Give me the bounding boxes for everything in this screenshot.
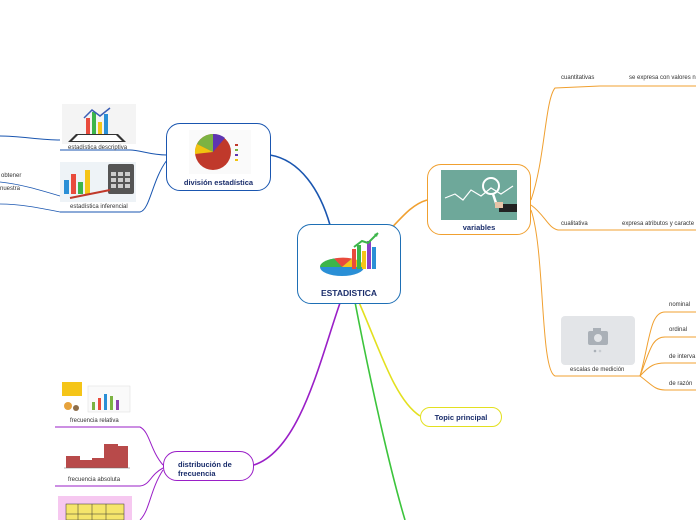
fragment-nuestra: nuestra <box>0 186 21 192</box>
relative-frequency-chart-icon <box>60 376 132 416</box>
topic-title: Topic principal <box>434 413 488 422</box>
link-variables-cualitativa <box>530 204 600 231</box>
topic-node[interactable]: Topic principal <box>420 407 502 427</box>
division-title: división estadística <box>183 178 254 187</box>
distribucion-title: distribución de frecuencia <box>178 460 232 478</box>
absoluta-image <box>58 434 132 474</box>
magnifier-graph-icon <box>441 170 517 220</box>
tablet-chart-icon <box>62 104 136 144</box>
variables-node[interactable]: variables <box>427 164 531 235</box>
link-escalas-nominal <box>639 311 696 377</box>
descriptiva-image <box>62 104 136 144</box>
escala-ordinal[interactable]: ordinal <box>669 327 688 333</box>
table-image <box>58 496 132 520</box>
absolute-frequency-chart-icon <box>58 434 132 474</box>
absoluta-label[interactable]: frecuencia absoluta <box>68 477 121 483</box>
distribucion-node[interactable]: distribución de frecuencia <box>163 451 254 481</box>
division-node[interactable]: división estadística <box>166 123 271 191</box>
link-division-inferencial <box>60 159 168 213</box>
link-variables-cuantitativas <box>530 85 601 201</box>
pie-chart-icon <box>189 130 251 174</box>
central-title: ESTADISTICA <box>320 288 378 298</box>
descriptiva-label[interactable]: estadística descriptiva <box>68 145 128 151</box>
cualitativa-label[interactable]: cualitativa <box>561 221 588 227</box>
link-distribucion-absoluta <box>55 467 164 487</box>
escalas-label[interactable]: escalas de medición <box>570 367 625 373</box>
escalas-image-placeholder <box>561 316 635 365</box>
inferencial-image <box>60 162 136 202</box>
relativa-label[interactable]: frecuencia relativa <box>70 418 119 424</box>
cuantitativas-desc[interactable]: se expresa con valores n <box>629 75 696 81</box>
cuantitativas-label[interactable]: cuantitativas <box>561 75 595 81</box>
fragment-obtener: obtener <box>1 173 22 179</box>
link-distribucion-relativa <box>55 426 164 466</box>
link-escalas-razon <box>639 375 696 391</box>
statistics-chart-icon <box>319 232 379 276</box>
link-inferencial-left1 <box>0 181 61 197</box>
camera-icon <box>588 328 608 353</box>
escala-razon[interactable]: de razón <box>669 381 693 387</box>
link-escalas-intervalo <box>639 362 696 377</box>
inferencial-label[interactable]: estadística inferencial <box>70 204 128 210</box>
cualitativa-desc[interactable]: expresa atributos y caracte <box>622 221 695 227</box>
link-distribucion-third <box>139 469 164 520</box>
central-node[interactable]: ESTADISTICA <box>297 224 401 304</box>
variables-title: variables <box>462 223 496 232</box>
link-descriptiva-left <box>0 135 61 141</box>
link-variables-escalas <box>530 209 640 377</box>
link-inferencial-left2 <box>0 203 61 213</box>
escala-intervalo[interactable]: de interva <box>669 354 696 360</box>
link-central-division <box>269 154 331 226</box>
frequency-table-icon <box>65 503 125 520</box>
link-escalas-ordinal <box>639 336 696 377</box>
link-central-topic <box>357 299 421 417</box>
link-central-green <box>354 301 406 520</box>
calculator-chart-icon <box>60 162 136 202</box>
escala-nominal[interactable]: nominal <box>669 302 691 308</box>
link-central-distribucion <box>253 302 341 466</box>
link-division-descriptiva <box>60 149 168 156</box>
relativa-image <box>60 376 132 416</box>
